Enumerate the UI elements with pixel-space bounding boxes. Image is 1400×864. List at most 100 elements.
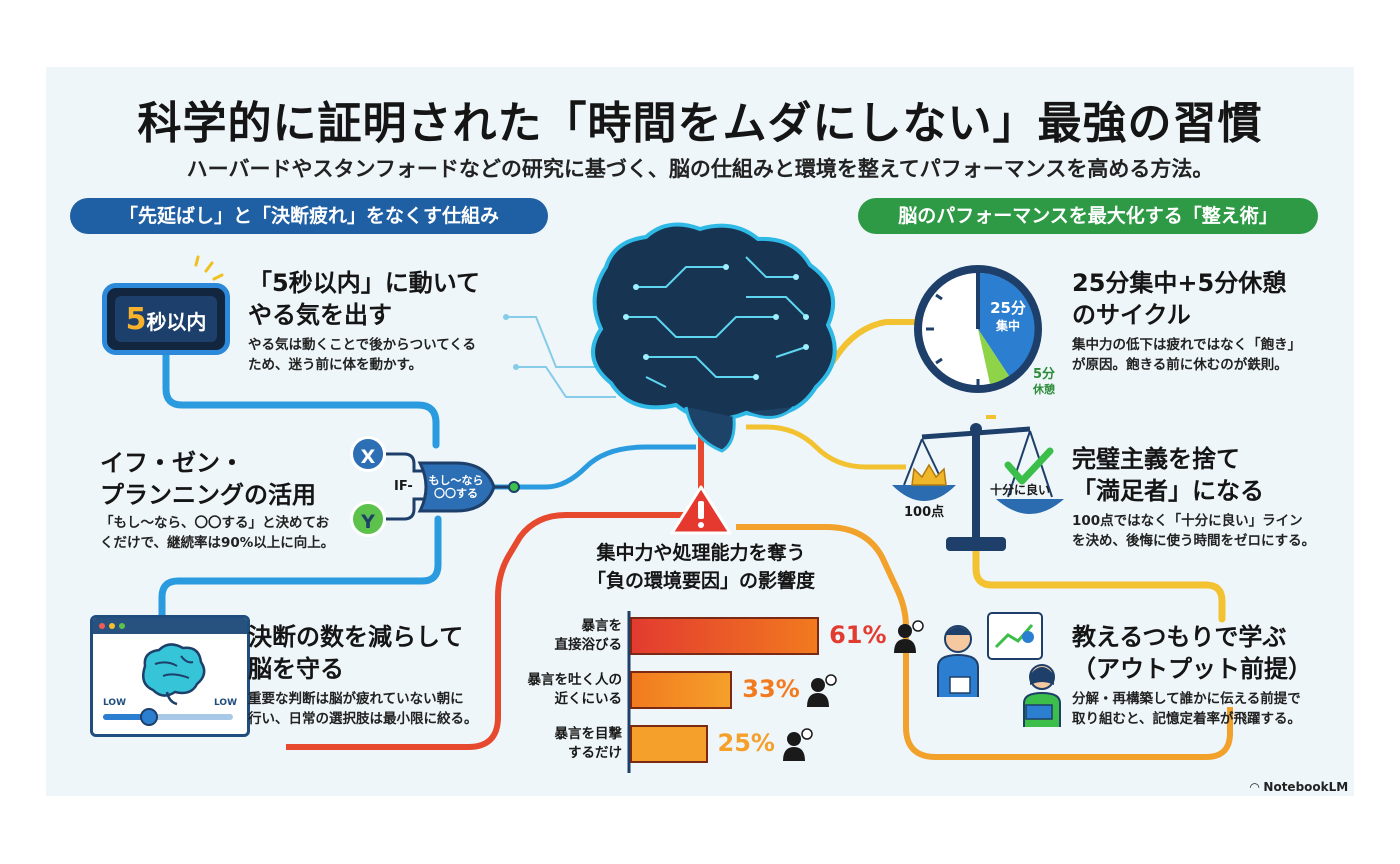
item-title-line: イフ・ゼン・ (100, 449, 244, 477)
low-label-right: LOW (214, 698, 237, 708)
infographic-board: 科学的に証明された「時間をムダにしない」最強の習慣 ハーバードやスタンフォードな… (46, 67, 1354, 796)
item-title-line: プランニングの活用 (100, 481, 316, 509)
clock-icon (914, 265, 1042, 393)
chart-axis (627, 611, 631, 773)
bar-category-label: 暴言を直接浴びる (504, 617, 623, 655)
timer-screen: 5秒以内 (115, 296, 217, 342)
bar-category-line: 暴言を吐く人の (527, 672, 623, 688)
browser-window-icon: LOW LOW (90, 615, 250, 737)
item-title-line: 教えるつもりで学ぶ (1072, 623, 1287, 651)
left-section-heading: 「先延ばし」と「決断疲れ」をなくす仕組み (70, 198, 548, 234)
item-title-pomodoro: 25分集中+5分休憩 のサイクル (1072, 267, 1286, 331)
item-desc-line: 行い、日常の選択肢は最小限に絞る。 (248, 711, 478, 727)
clock-label-line: 25分 (990, 299, 1026, 317)
item-title-line: 「満足者」になる (1072, 477, 1264, 505)
item-desc-teach: 分解・再構築して誰かに伝える前提で 取り組むと、記憶定着率が飛躍する。 (1072, 689, 1301, 729)
low-label-left: LOW (103, 698, 126, 708)
item-title-line: 「5秒以内」に動いて (248, 269, 480, 297)
item-desc-satisficer: 100点ではなく「十分に良い」ライン を決め、後悔に使う時間をゼロにする。 (1072, 511, 1315, 551)
page-title: 科学的に証明された「時間をムダにしない」最強の習慣 (137, 98, 1263, 149)
item-desc-line: やる気は動くことで後からついてくる (248, 337, 477, 353)
item-desc-line: 「もし〜なら、〇〇する」と決めてお (100, 515, 330, 531)
gate-text-line: 〇〇する (434, 487, 478, 500)
bar-category-label: 暴言を吐く人の近くにいる (504, 671, 623, 709)
bar-category-label: 暴言を目撃するだけ (504, 725, 623, 763)
bar (630, 671, 733, 709)
bar-category-line: 暴言を目撃 (554, 726, 623, 742)
bar (630, 725, 708, 763)
person-stress-icon (807, 674, 838, 707)
item-title-line: 決断の数を減らして (248, 623, 464, 651)
item-title-line: 脳を守る (248, 655, 344, 683)
timer-unit: 秒以内 (146, 310, 207, 334)
connector-lines (158, 222, 1233, 760)
clock-label: 25分 集中 (978, 299, 1038, 335)
logic-gate-icon (386, 452, 520, 521)
balance-scale-icon (892, 423, 1064, 551)
item-desc-line: 100点ではなく「十分に良い」ライン (1072, 513, 1303, 529)
bar-value-label: 61% (829, 621, 887, 649)
alarm-rays-icon (194, 255, 224, 281)
item-desc-line: 集中力の低下は疲れではなく「飽き」 (1072, 337, 1302, 353)
chart-title-line: 「負の環境要因」の影響度 (586, 570, 815, 592)
right-section-heading: 脳のパフォーマンスを最大化する「整え術」 (858, 198, 1318, 234)
person-stress-icon (782, 728, 813, 761)
bar-category-line: 近くにいる (554, 691, 623, 707)
gate-text-line: もし〜なら (428, 474, 484, 487)
item-desc-line: を決め、後悔に使う時間をゼロにする。 (1072, 533, 1316, 549)
bar-category-line: するだけ (568, 745, 622, 761)
rest-label-line: 5分 (1032, 367, 1056, 382)
item-title-five-seconds: 「5秒以内」に動いて やる気を出す (248, 267, 480, 331)
item-title-line: 完璧主義を捨て (1072, 445, 1240, 473)
timer-icon: 5秒以内 (102, 283, 230, 355)
rest-label: 5分 休憩 (1024, 367, 1064, 397)
bar-value-label: 25% (717, 729, 775, 757)
item-desc-line: が原因。飽きる前に休むのが鉄則。 (1072, 357, 1288, 373)
item-title-reduce-decisions: 決断の数を減らして 脳を守る (248, 621, 463, 685)
notebooklm-logo-icon: ◠ (1250, 780, 1264, 794)
watermark: ◠ NotebookLM (1250, 780, 1348, 794)
scale-right-label: 十分に良い (990, 483, 1051, 497)
item-desc-reduce-decisions: 重要な判断は脳が疲れていない朝に 行い、日常の選択肢は最小限に絞る。 (248, 689, 478, 729)
item-title-if-then: イフ・ゼン・ プランニングの活用 (100, 447, 316, 511)
bar-category-line: 暴言を (581, 618, 623, 634)
y-button-icon: Y (350, 501, 386, 537)
page-subtitle: ハーバードやスタンフォードなどの研究に基づく、脳の仕組みと環境を整えてパフォーマ… (186, 157, 1214, 181)
item-desc-pomodoro: 集中力の低下は疲れではなく「飽き」 が原因。飽きる前に休むのが鉄則。 (1072, 335, 1301, 375)
warning-icon (670, 485, 732, 535)
item-desc-line: くだけで、継続率は90%以上に向上。 (100, 535, 335, 551)
bar (630, 617, 820, 655)
clock-label-line: 集中 (995, 319, 1020, 333)
item-desc-line: 重要な判断は脳が疲れていない朝に (248, 691, 464, 707)
item-title-line: やる気を出す (248, 301, 392, 329)
browser-titlebar (93, 618, 247, 634)
item-desc-line: ため、迷う前に体を動かす。 (248, 357, 423, 373)
gate-if-label: IF- (394, 479, 413, 494)
x-button-icon: X (350, 436, 386, 472)
item-title-teach: 教えるつもりで学ぶ （アウトプット前提） (1072, 621, 1312, 685)
item-title-line: のサイクル (1072, 301, 1191, 329)
window-dot-icon (109, 623, 115, 629)
item-desc-line: 取り組むと、記憶定着率が飛躍する。 (1072, 711, 1301, 727)
teaching-people-icon (937, 612, 1061, 727)
watermark-text: NotebookLM (1263, 780, 1349, 794)
scale-left-label: 100点 (904, 505, 945, 520)
item-desc-line: 分解・再構築して誰かに伝える前提で (1072, 691, 1301, 707)
brain-icon (591, 222, 837, 453)
item-desc-five-seconds: やる気は動くことで後からついてくる ため、迷う前に体を動かす。 (248, 335, 476, 375)
window-dot-icon (99, 623, 105, 629)
timer-number: 5 (125, 302, 147, 337)
small-brain-icon (103, 643, 233, 726)
item-title-satisficer: 完璧主義を捨て 「満足者」になる (1072, 443, 1264, 507)
chart-title: 集中力や処理能力を奪う 「負の環境要因」の影響度 (516, 539, 886, 595)
bar-category-line: 直接浴びる (554, 637, 623, 653)
item-title-line: 25分集中+5分休憩 (1072, 269, 1287, 297)
gate-text: もし〜なら 〇〇する (426, 474, 486, 500)
window-dot-icon (119, 623, 125, 629)
bar-value-label: 33% (742, 675, 800, 703)
person-stress-icon (894, 620, 924, 653)
item-title-line: （アウトプット前提） (1072, 655, 1312, 683)
item-desc-if-then: 「もし〜なら、〇〇する」と決めてお くだけで、継続率は90%以上に向上。 (100, 513, 334, 553)
chart-title-line: 集中力や処理能力を奪う (596, 542, 806, 564)
rest-label-line: 休憩 (1033, 383, 1055, 396)
